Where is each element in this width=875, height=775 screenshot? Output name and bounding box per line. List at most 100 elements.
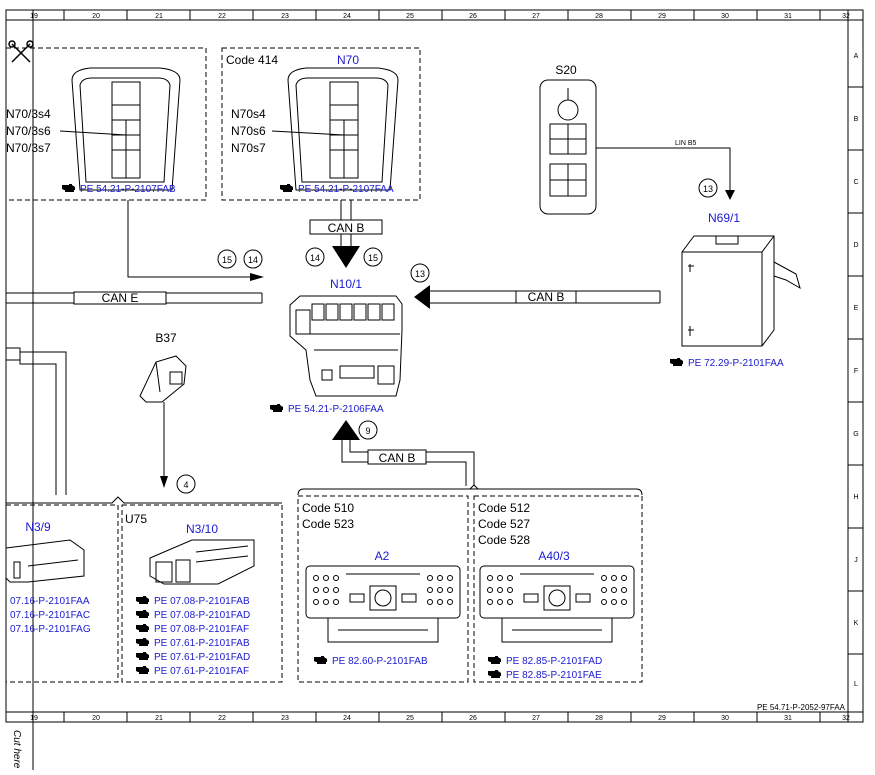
svg-text:19: 19 bbox=[30, 13, 38, 20]
svg-text:19: 19 bbox=[30, 715, 38, 722]
svg-text:29: 29 bbox=[658, 715, 666, 722]
callout-14b: 14 bbox=[305, 247, 325, 267]
svg-text:J: J bbox=[854, 557, 858, 564]
svg-text:N10/1: N10/1 bbox=[330, 277, 362, 291]
svg-text:27: 27 bbox=[532, 13, 540, 20]
svg-text:CAN B: CAN B bbox=[528, 290, 565, 304]
svg-text:Code 414: Code 414 bbox=[226, 53, 278, 67]
svg-text:L: L bbox=[854, 681, 858, 688]
document-reference: PE 54.71-P-2052-97FAA bbox=[757, 703, 846, 712]
n3-10-ref-6[interactable]: PE 07.61-P-2101FAF bbox=[154, 666, 249, 677]
svg-text:14: 14 bbox=[310, 253, 320, 263]
svg-text:15: 15 bbox=[222, 255, 232, 265]
n3-9-ecu bbox=[5, 539, 85, 583]
callout-4: 4 bbox=[176, 474, 196, 494]
svg-text:26: 26 bbox=[469, 13, 477, 20]
svg-text:15: 15 bbox=[368, 253, 378, 263]
svg-text:14: 14 bbox=[248, 255, 258, 265]
svg-text:B: B bbox=[854, 116, 859, 123]
svg-text:31: 31 bbox=[784, 13, 792, 20]
svg-text:22: 22 bbox=[218, 715, 226, 722]
svg-text:4: 4 bbox=[183, 480, 188, 490]
n70-left-box: N70/3s4 N70/3s6 N70/3s7 PE 54.21-P-2107F… bbox=[6, 47, 207, 201]
a40-ref-1[interactable]: PE 82.85-P-2101FAD bbox=[506, 656, 602, 667]
column-labels-bottom: 19 20 21 22 23 24 25 26 27 28 29 30 31 3… bbox=[30, 715, 850, 722]
svg-text:N3/9: N3/9 bbox=[25, 520, 51, 534]
svg-text:27: 27 bbox=[532, 715, 540, 722]
svg-text:21: 21 bbox=[155, 13, 163, 20]
frame bbox=[5, 9, 864, 770]
callout-14a: 14 bbox=[243, 249, 263, 269]
svg-text:CAN B: CAN B bbox=[379, 451, 416, 465]
svg-text:25: 25 bbox=[406, 13, 414, 20]
svg-text:N70: N70 bbox=[337, 53, 359, 67]
n70-ref[interactable]: PE 54.21-P-2107FAA bbox=[298, 184, 394, 195]
callout-13b: 13 bbox=[698, 178, 718, 198]
svg-text:24: 24 bbox=[343, 13, 351, 20]
svg-text:N70s4: N70s4 bbox=[231, 107, 266, 121]
left-side-bus bbox=[6, 347, 67, 495]
svg-text:N69/1: N69/1 bbox=[708, 211, 740, 225]
svg-text:23: 23 bbox=[281, 13, 289, 20]
svg-text:B37: B37 bbox=[155, 331, 177, 345]
svg-text:Code 527: Code 527 bbox=[478, 517, 530, 531]
row-ticks bbox=[848, 86, 863, 655]
svg-text:13: 13 bbox=[415, 269, 425, 279]
svg-text:D: D bbox=[853, 242, 858, 249]
svg-text:N70s6: N70s6 bbox=[231, 124, 266, 138]
svg-text:26: 26 bbox=[469, 715, 477, 722]
n3-9-ref-3[interactable]: 07.16-P-2101FAG bbox=[10, 624, 91, 635]
callout-9: 9 bbox=[358, 420, 378, 440]
n70-left-ref[interactable]: PE 54.21-P-2107FAB bbox=[80, 184, 176, 195]
n69-module: N69/1 PE 72.29-P-2101FAA bbox=[670, 211, 801, 369]
n3-9-ref-2[interactable]: 07.16-P-2101FAC bbox=[10, 610, 90, 621]
svg-text:K: K bbox=[854, 620, 859, 627]
svg-text:30: 30 bbox=[721, 13, 729, 20]
n3-10-ref-1[interactable]: PE 07.08-P-2101FAB bbox=[154, 596, 250, 607]
n3-10-ref-4[interactable]: PE 07.61-P-2101FAB bbox=[154, 638, 250, 649]
svg-text:G: G bbox=[853, 431, 858, 438]
cut-here-label: Cut here bbox=[11, 730, 22, 769]
n3-10-ref-3[interactable]: PE 07.08-P-2101FAF bbox=[154, 624, 249, 635]
n3-10-ref-2[interactable]: PE 07.08-P-2101FAD bbox=[154, 610, 250, 621]
n3-10-ecu bbox=[149, 539, 255, 585]
a2-ref[interactable]: PE 82.60-P-2101FAB bbox=[332, 656, 428, 667]
svg-text:N70/3s4: N70/3s4 bbox=[6, 107, 51, 121]
n10-ref[interactable]: PE 54.21-P-2106FAA bbox=[288, 404, 384, 415]
a2-box: Code 510 Code 523 A2 PE 82.60-P-2101FAB bbox=[297, 495, 469, 683]
can-b-bottom-bus: CAN B bbox=[332, 420, 475, 486]
can-b-top-bus: CAN B bbox=[309, 200, 383, 268]
svg-text:21: 21 bbox=[155, 715, 163, 722]
n3-10-ref-5[interactable]: PE 07.61-P-2101FAD bbox=[154, 652, 250, 663]
svg-text:H: H bbox=[853, 494, 858, 501]
svg-text:Code 523: Code 523 bbox=[302, 517, 354, 531]
svg-text:N70/3s6: N70/3s6 bbox=[6, 124, 51, 138]
n3-9-box: N3/9 07.16-P-2101FAA 07.16-P-2101FAC 07.… bbox=[5, 504, 119, 683]
column-ticks bbox=[63, 10, 821, 722]
svg-text:13: 13 bbox=[703, 184, 713, 194]
svg-text:CAN E: CAN E bbox=[102, 291, 139, 305]
scissors-icon bbox=[8, 40, 34, 63]
svg-text:9: 9 bbox=[365, 426, 370, 436]
svg-text:A2: A2 bbox=[375, 549, 390, 563]
a40-ref-2[interactable]: PE 82.85-P-2101FAE bbox=[506, 670, 602, 681]
bottom-bracket bbox=[6, 484, 643, 504]
svg-text:N70s7: N70s7 bbox=[231, 141, 266, 155]
n69-ref[interactable]: PE 72.29-P-2101FAA bbox=[688, 358, 784, 369]
callout-15a: 15 bbox=[217, 249, 237, 269]
svg-text:Code 510: Code 510 bbox=[302, 501, 354, 515]
n3-9-ref-1[interactable]: 07.16-P-2101FAA bbox=[10, 596, 90, 607]
svg-text:28: 28 bbox=[595, 13, 603, 20]
lin-b5-connection: LIN B5 bbox=[596, 140, 735, 200]
n70-switch-panel bbox=[287, 67, 399, 191]
svg-text:S20: S20 bbox=[555, 63, 577, 77]
a40-display-unit bbox=[479, 565, 635, 643]
svg-text:A: A bbox=[854, 53, 859, 60]
row-labels: A B C D E F G H J K L bbox=[853, 53, 858, 688]
svg-text:32: 32 bbox=[842, 715, 850, 722]
svg-text:20: 20 bbox=[92, 13, 100, 20]
svg-text:31: 31 bbox=[784, 715, 792, 722]
svg-text:23: 23 bbox=[281, 715, 289, 722]
n10-module: N10/1 PE 54.21-P-2106FAA bbox=[270, 277, 403, 415]
svg-text:F: F bbox=[854, 368, 858, 375]
